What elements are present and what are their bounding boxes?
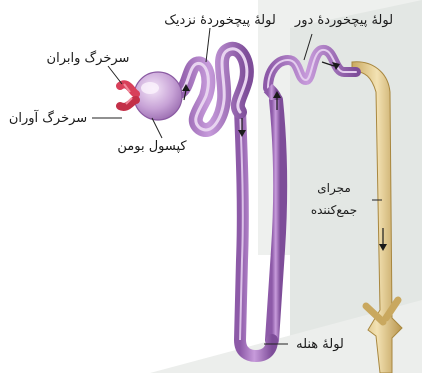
label-collecting-duct-line2: جمع‌کننده [311, 203, 357, 217]
label-collecting-duct-line1: مجرای [317, 181, 351, 196]
label-efferent-arteriole: سرخرگ وابران [47, 49, 130, 66]
label-loop-of-henle: لولهٔ هنله [296, 337, 344, 352]
label-proximal-tubule: لولهٔ پیچخوردهٔ نزدیک [164, 13, 276, 28]
label-bowman-capsule: کپسول بومن [117, 139, 187, 154]
arterioles [120, 84, 136, 107]
bowman-capsule [134, 72, 182, 120]
label-distal-tubule: لولهٔ پیچخوردهٔ دور [294, 13, 393, 28]
label-afferent-arteriole: سرخرگ آوران [9, 109, 87, 126]
